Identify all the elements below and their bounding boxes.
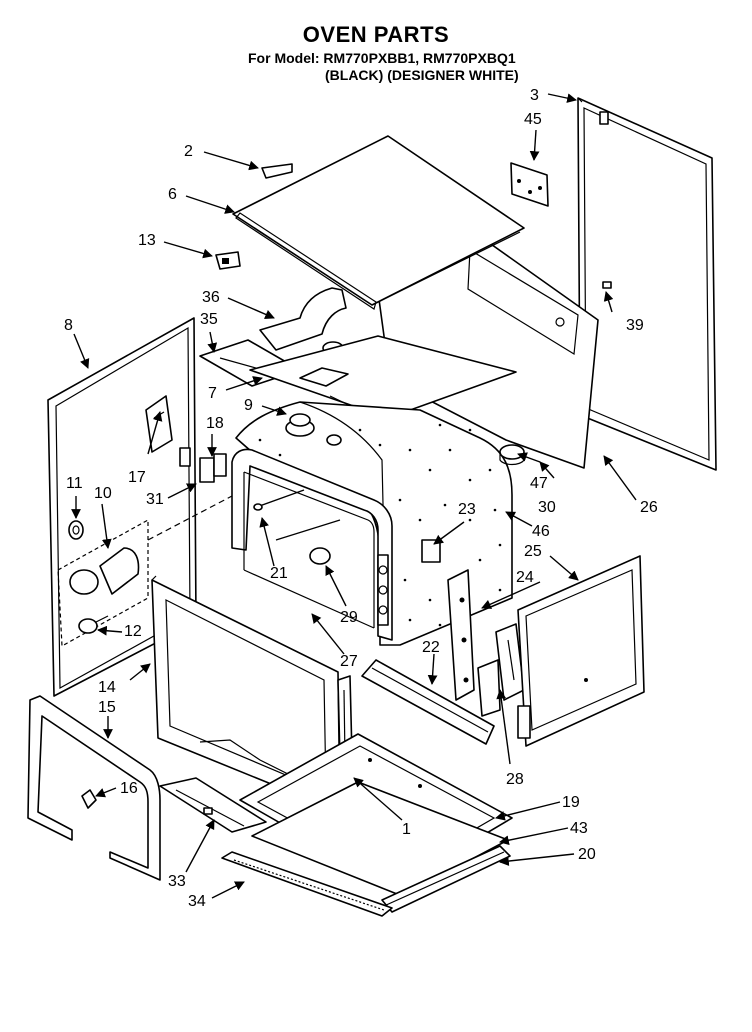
finish-line: (BLACK) (DESIGNER WHITE) [325,67,519,83]
callout-20: 20 [578,846,596,863]
model-line: For Model: RM770PXBB1, RM770PXBQ1 [248,50,516,66]
page-title: OVEN PARTS [302,22,450,47]
callout-31: 31 [146,491,164,508]
support-rail [361,659,495,745]
callout-45: 45 [524,111,542,128]
callout-22: 22 [422,639,440,656]
vent-duct [259,287,347,355]
callout-1: 1 [402,821,411,838]
rear-panel [577,97,717,471]
top-panel [232,135,525,310]
callout-26: 26 [640,499,658,516]
door-gasket [27,695,161,881]
oven-light-lens [309,547,331,565]
callout-6: 6 [168,186,177,203]
door-latch [81,789,97,809]
callout-46: 46 [532,523,550,540]
callout-16: 16 [120,780,138,797]
side-bracket [447,569,475,701]
kick-plate [221,851,393,917]
callout-12: 12 [124,623,142,640]
retainer-clip [215,251,241,270]
callout-47: 47 [530,475,548,492]
callout-35: 35 [200,311,218,328]
callout-19: 19 [562,794,580,811]
leader-lines [71,93,637,899]
cavity-front-frame [231,448,393,641]
callout-11: 11 [66,475,83,492]
callout-28: 28 [506,771,524,788]
bake-element [253,489,341,541]
callout-33: 33 [168,873,186,890]
callout-3: 3 [530,87,539,104]
callout-29: 29 [340,609,358,626]
callout-7: 7 [208,385,217,402]
callout-9: 9 [244,397,253,414]
callout-39: 39 [626,317,644,334]
clip [261,163,293,179]
callout-30: 30 [538,499,556,516]
door-hinge [477,623,525,717]
right-side-panel [517,555,645,747]
callout-8: 8 [64,317,73,334]
mounting-bracket [510,162,549,207]
light-socket-assembly [57,495,233,647]
callout-2: 2 [184,143,193,160]
callout-27: 27 [340,653,358,670]
callout-43: 43 [570,820,588,837]
callout-24: 24 [516,569,534,586]
callout-13: 13 [138,232,156,249]
callout-23: 23 [458,501,476,518]
callout-17: 17 [128,469,146,486]
callout-numbers: 3 45 2 6 13 36 35 8 39 7 9 18 17 11 10 4… [64,87,658,910]
callout-15: 15 [98,699,116,716]
door-switch [199,453,227,483]
callout-18: 18 [206,415,224,432]
callout-14: 14 [98,679,116,696]
callout-25: 25 [524,543,542,560]
callout-36: 36 [202,289,220,306]
callout-34: 34 [188,893,206,910]
vent-trim [159,777,267,833]
callout-21: 21 [270,565,288,582]
callout-10: 10 [94,485,112,502]
